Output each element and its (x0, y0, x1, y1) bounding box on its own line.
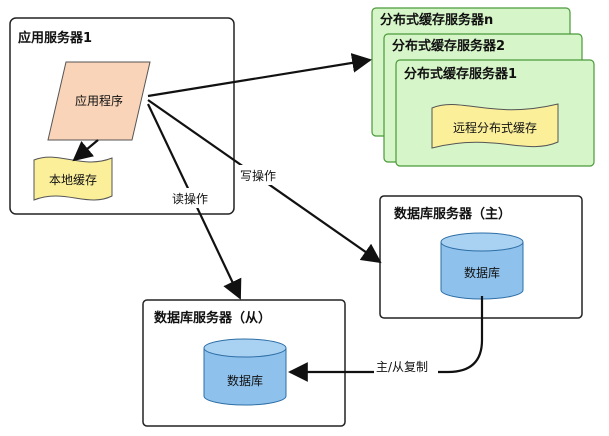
replication-label: 主/从复制 (376, 360, 428, 374)
read-label-bg (170, 188, 222, 208)
db-slave-title: 数据库服务器（从） (154, 310, 271, 326)
db-master-title: 数据库服务器（主） (394, 206, 511, 222)
replication-label-bg (374, 356, 438, 376)
write-label-bg (238, 165, 290, 185)
db-slave-label: 数据库 (227, 373, 263, 388)
local-cache-label: 本地缓存 (49, 173, 97, 187)
arrow-program-to-distributed-cache (147, 53, 372, 98)
db-master-label: 数据库 (464, 265, 500, 280)
db-master-cylinder: 数据库 (440, 232, 524, 300)
app-program-node: 应用程序 (47, 61, 151, 141)
write-operation-label: 写操作 (240, 168, 276, 183)
db-slave-cylinder: 数据库 (203, 338, 287, 406)
remote-cache-label: 远程分布式缓存 (453, 120, 537, 135)
arrow-program-to-local-cache (72, 139, 99, 162)
app-server-title: 应用服务器1 (18, 30, 92, 46)
cache-server-1-title: 分布式缓存服务器1 (404, 66, 517, 82)
arrow-master-slave-replication (288, 296, 484, 382)
cache-server-n-title: 分布式缓存服务器n (380, 12, 493, 28)
remote-cache-node: 远程分布式缓存 (431, 103, 559, 149)
local-cache-node: 本地缓存 (33, 156, 113, 201)
app-program-label: 应用程序 (75, 93, 123, 108)
read-operation-label: 读操作 (172, 191, 208, 206)
cache-server-2-title: 分布式缓存服务器2 (392, 38, 505, 54)
